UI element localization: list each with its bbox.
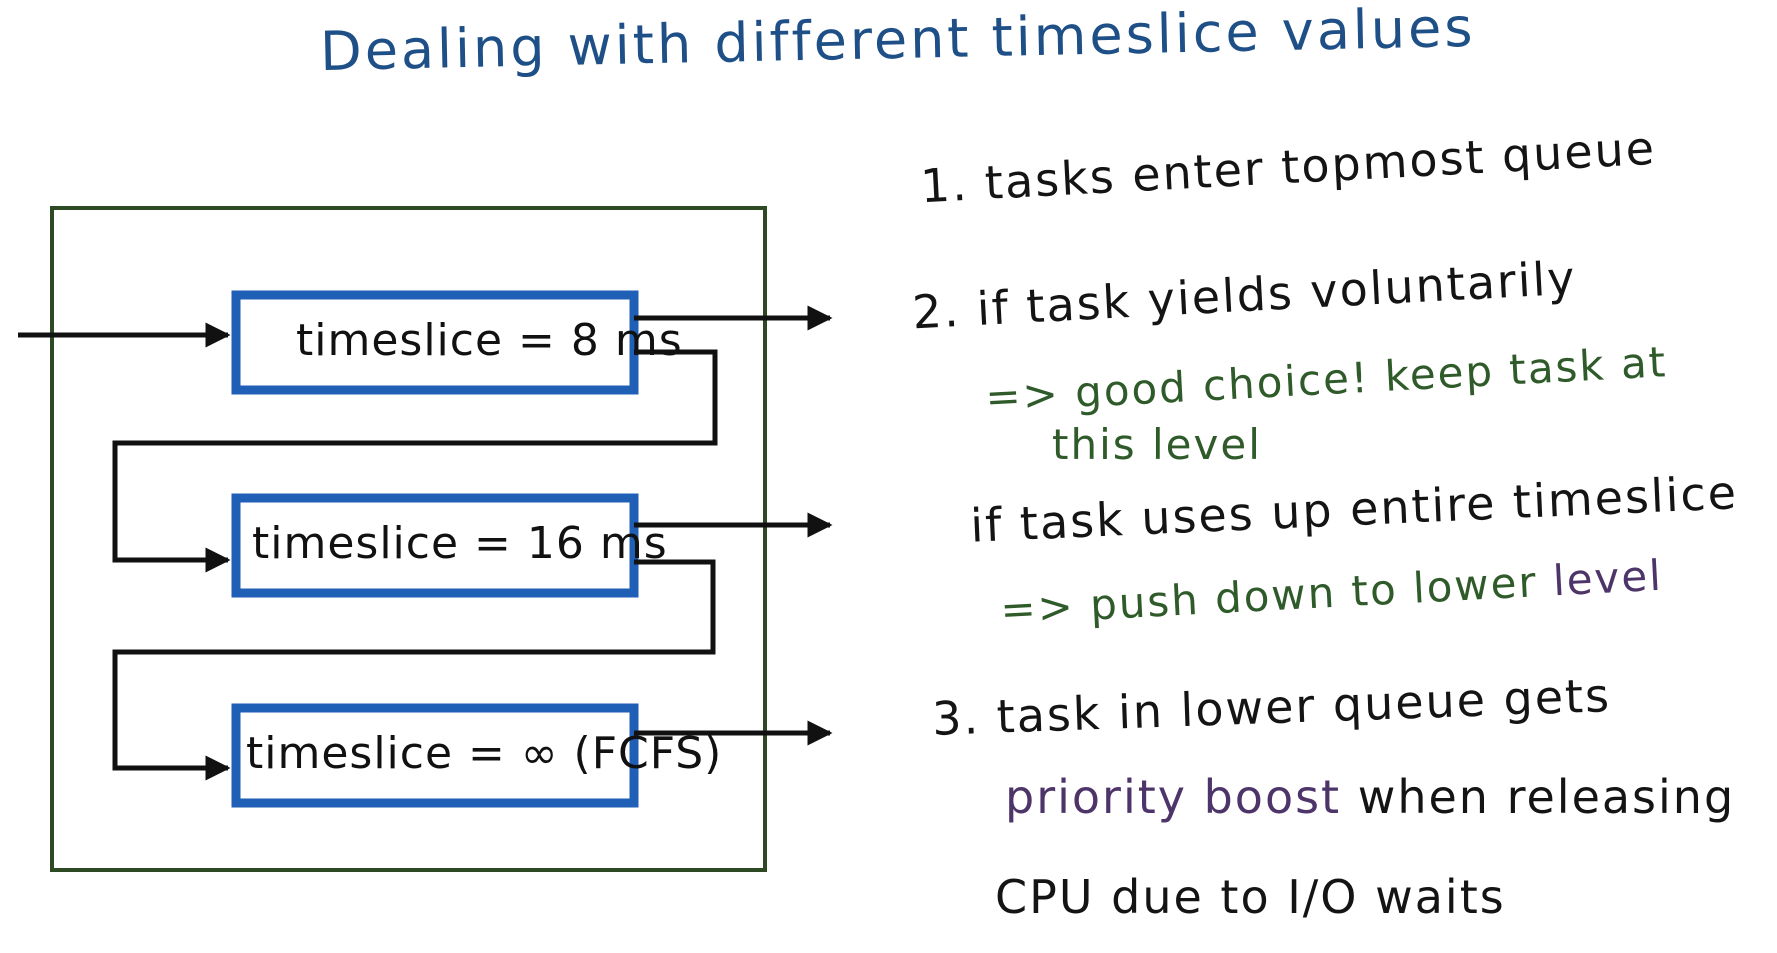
note-3-boost: priority boost: [1005, 770, 1342, 824]
queue-label-3: timeslice = ∞ (FCFS): [246, 728, 723, 779]
demote-path-2: [112, 559, 716, 781]
outer-box: [50, 206, 767, 872]
note-2b-level: level: [1551, 550, 1664, 606]
queue-label-2: timeslice = 16 ms: [252, 518, 668, 569]
queue-box-2: [231, 493, 639, 598]
note-2a-level: level: [1152, 420, 1262, 469]
note-3-when: when releasing: [1357, 770, 1736, 824]
note-2a-line2: this level: [1052, 420, 1262, 469]
queue-box-3: [231, 703, 639, 808]
demote-path-1: [112, 349, 718, 573]
note-3-line3: CPU due to I/O waits: [995, 870, 1506, 924]
queue-label-1: timeslice = 8 ms: [296, 315, 683, 366]
note-3-line2: priority boost when releasing: [1005, 770, 1735, 824]
note-2a-this: this: [1052, 420, 1137, 469]
queue-box-1: [231, 290, 639, 395]
